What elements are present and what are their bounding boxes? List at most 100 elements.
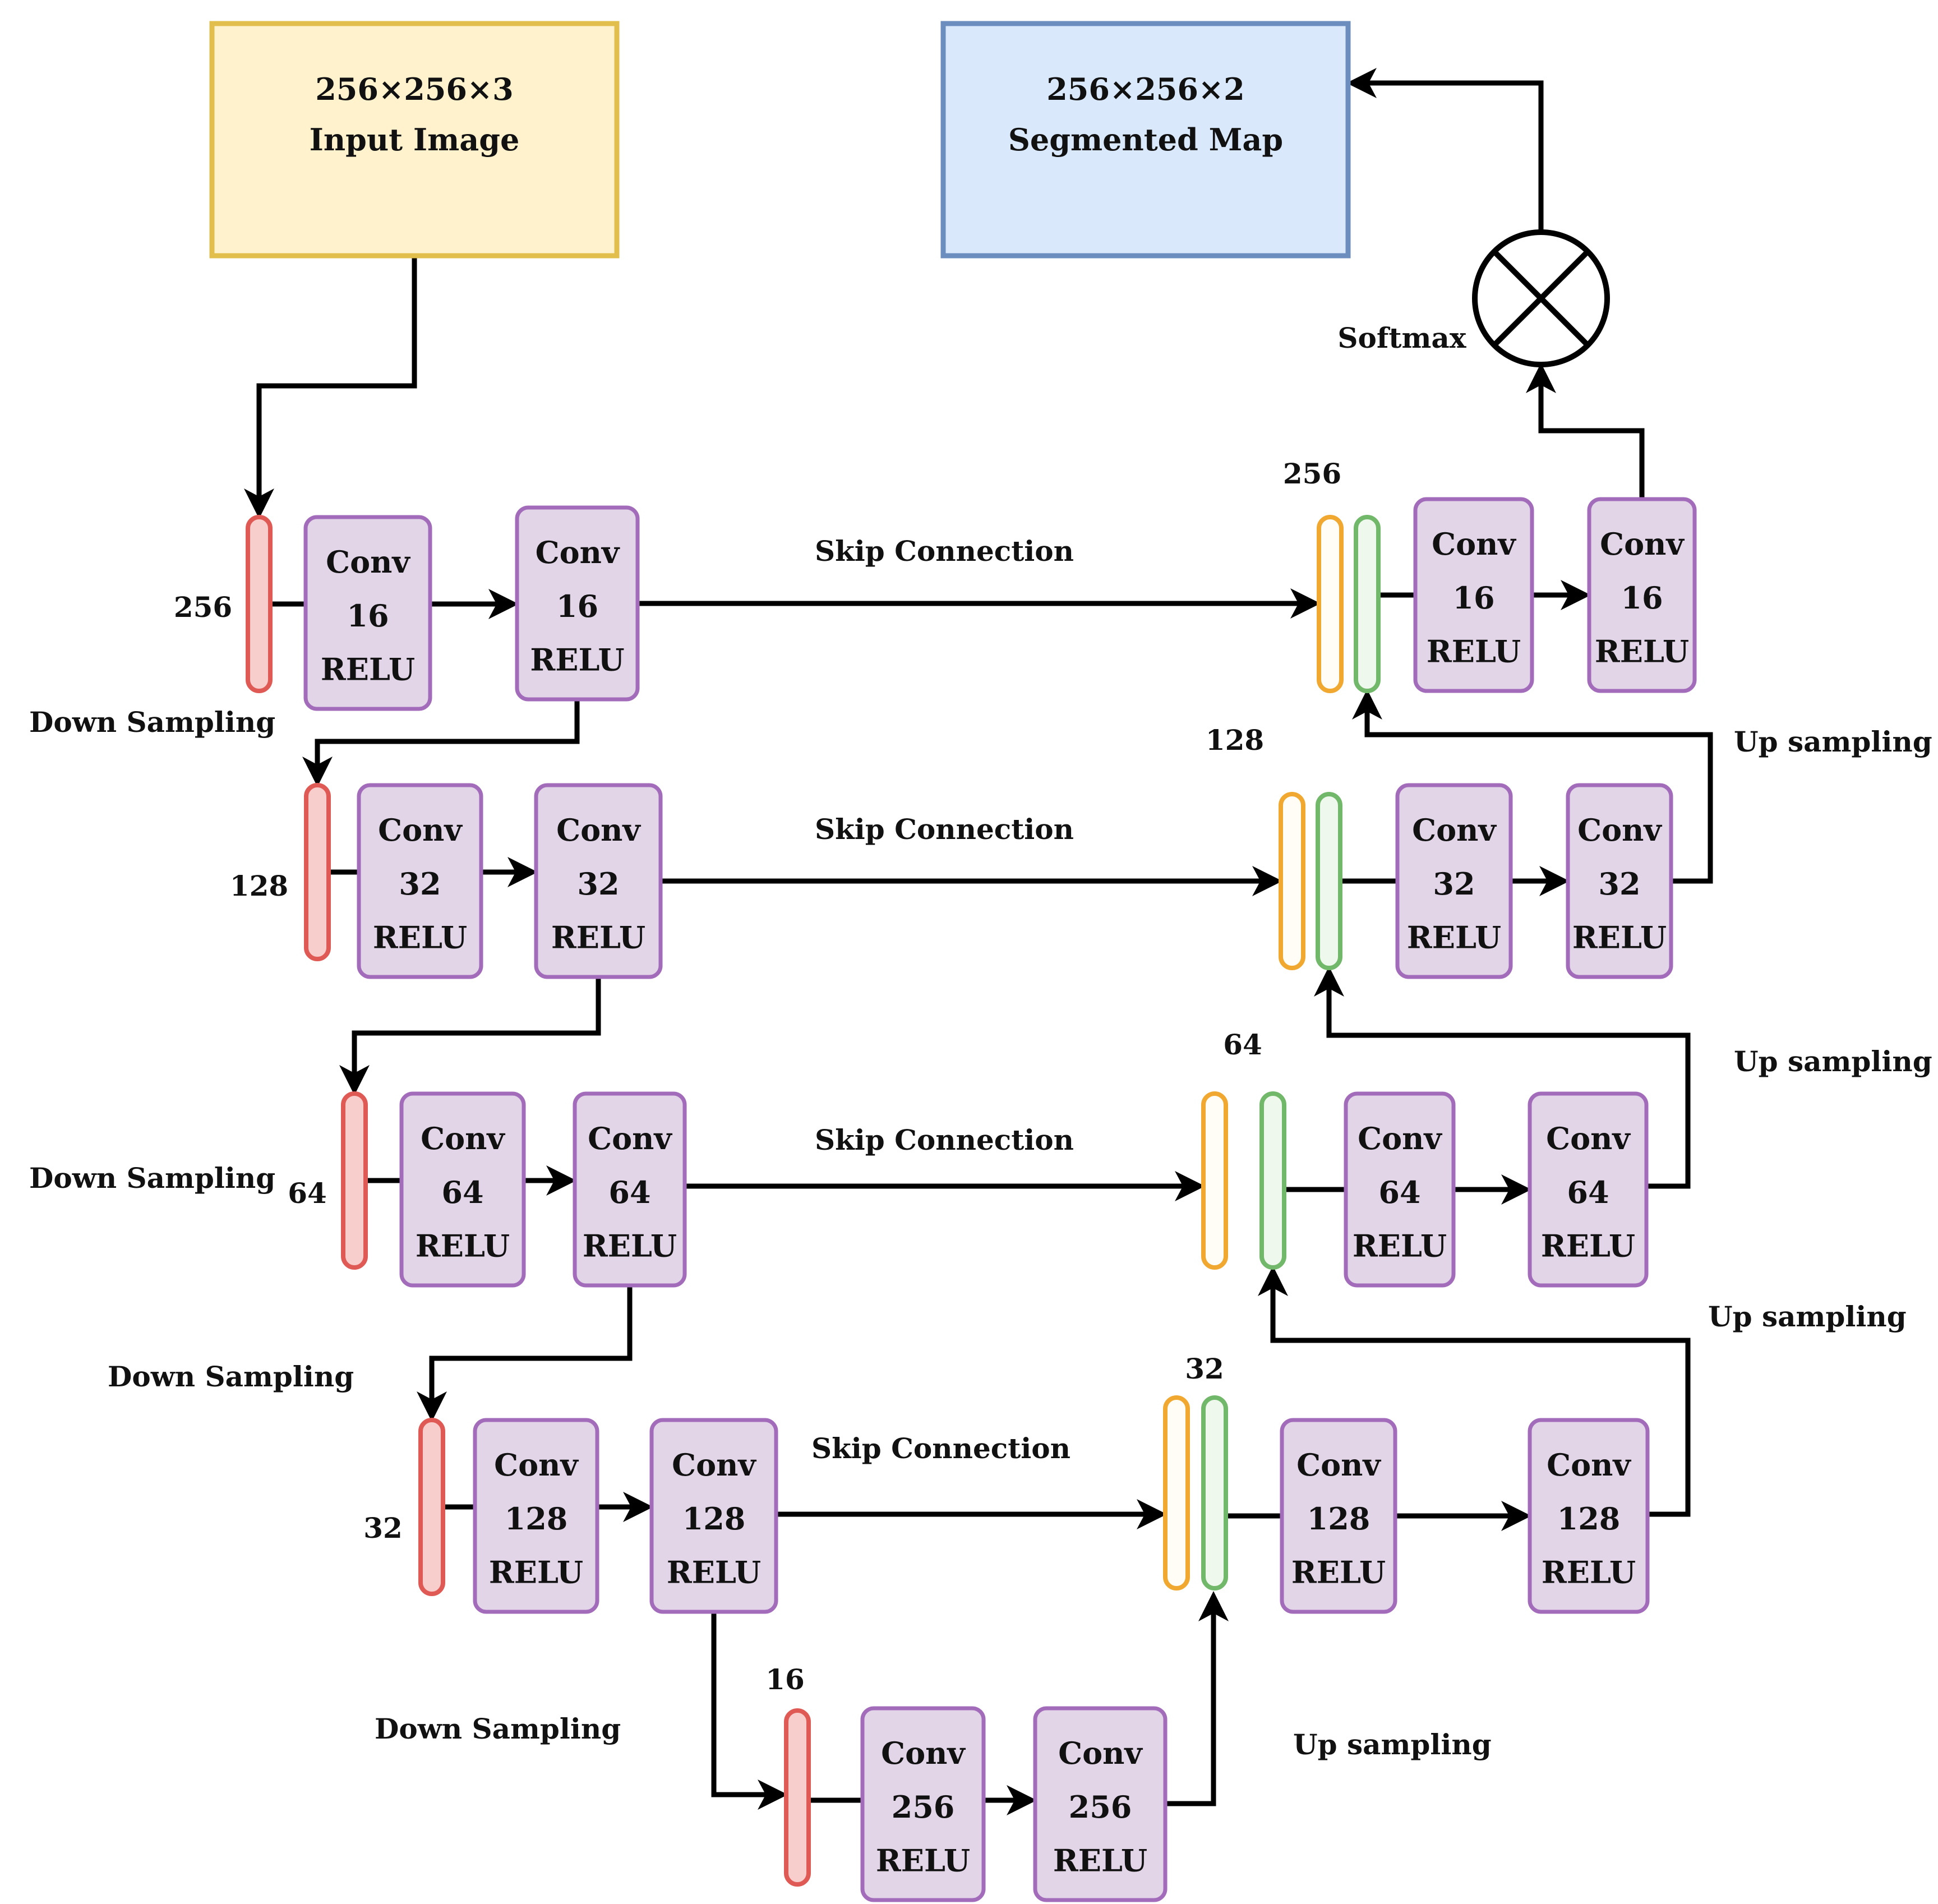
enc1-conv-a-conv-text: Conv <box>326 544 410 580</box>
enc3-conv-a-conv-text: Conv <box>421 1121 505 1156</box>
enc3-conv-a-filters: 64 <box>441 1174 483 1210</box>
up-bottleneck <box>1165 1591 1229 1806</box>
output-title: Segmented Map <box>1008 122 1283 158</box>
dec4-conv-b-conv-text: Conv <box>1547 1447 1631 1483</box>
dec4-size: 32 <box>1185 1352 1224 1385</box>
dec3-concat-green <box>1259 1091 1286 1270</box>
dec3-conv-b-relu-text: RELU <box>1541 1228 1635 1264</box>
enc4-conv-a <box>473 1418 599 1614</box>
enc4-conv-a-filters: 128 <box>505 1501 568 1537</box>
dec1-conv-a-conv-text: Conv <box>1432 526 1516 562</box>
dec4-conv-a <box>1280 1418 1397 1614</box>
dec2-conv-a-filters: 32 <box>1433 866 1475 902</box>
enc1-pool <box>246 515 273 693</box>
enc4-conv-b-box <box>649 1418 778 1614</box>
bottleneck-size: 16 <box>765 1663 805 1696</box>
dec3-conv-b-box <box>1528 1091 1649 1288</box>
enc1-conv-b-relu-text: RELU <box>530 642 624 678</box>
enc3-conv-b-box <box>573 1091 687 1288</box>
enc3-conv-b-conv-text: Conv <box>588 1121 672 1156</box>
bottleneck-pool <box>784 1708 811 1887</box>
enc3-conv-a-box <box>399 1091 526 1288</box>
up-sampling-label-1: Up sampling <box>1734 725 1932 758</box>
dec3-conv-b-filters: 64 <box>1567 1174 1609 1210</box>
enc4-size: 32 <box>363 1511 403 1545</box>
enc1-conv-a-box <box>303 515 432 711</box>
dec2-size: 128 <box>1206 723 1264 757</box>
dec4-conv-b-relu-text: RELU <box>1542 1555 1636 1590</box>
enc1-conv-b <box>515 505 640 702</box>
enc2-conv-b-filters: 32 <box>577 866 619 902</box>
enc3-conv-a <box>399 1091 526 1288</box>
dec2-conv-b-relu-text: RELU <box>1572 920 1667 956</box>
skip-label-3: Skip Connection <box>815 1123 1074 1156</box>
dec4-conv-a-filters: 128 <box>1307 1501 1371 1537</box>
dec4-concat-orange <box>1163 1395 1190 1590</box>
dec1-concat-orange <box>1317 515 1344 693</box>
input-dims: 256×256×3 <box>315 71 514 107</box>
dec4-conv-a-conv-text: Conv <box>1296 1447 1381 1483</box>
dec3-conv-a-box <box>1344 1091 1456 1288</box>
dec2-conv-a-conv-text: Conv <box>1412 812 1497 848</box>
enc2-size: 128 <box>230 869 288 902</box>
input-image-box <box>209 21 620 259</box>
enc1-size: 256 <box>174 591 232 624</box>
enc2-conv-b-conv-text: Conv <box>556 812 641 848</box>
down-sampling-label-3: Down Sampling <box>108 1360 354 1393</box>
skip-label-4: Skip Connection <box>811 1432 1070 1465</box>
enc3-conv-b <box>573 1091 687 1288</box>
to-softmax <box>1526 363 1645 499</box>
dec4-conv-b <box>1528 1418 1650 1614</box>
dec1-conv-b-relu-text: RELU <box>1595 634 1689 670</box>
connections <box>244 68 1713 1815</box>
up-sampling-label-4: Up sampling <box>1293 1728 1492 1761</box>
enc4-conv-a-relu-text: RELU <box>489 1555 583 1590</box>
down-3 <box>417 1285 633 1422</box>
dec2-concat-green <box>1316 792 1342 970</box>
enc2-conv-b-relu-text: RELU <box>551 920 645 956</box>
down-2 <box>339 977 601 1095</box>
dec2-conv-b-conv-text: Conv <box>1577 812 1662 848</box>
down-sampling-label-2: Down Sampling <box>29 1161 275 1195</box>
dec2-conv-b <box>1566 783 1673 979</box>
enc2-conv-b <box>534 783 663 979</box>
down-1 <box>302 699 580 787</box>
enc2-conv-a-box <box>357 783 483 979</box>
dec2-conv-a <box>1395 783 1513 979</box>
softmax-to-output <box>1346 68 1544 232</box>
enc4-conv-b-relu-text: RELU <box>667 1555 761 1590</box>
up-1 <box>1258 1266 1691 1517</box>
dec3-conv-b-conv-text: Conv <box>1546 1121 1631 1156</box>
skip-label-1: Skip Connection <box>815 534 1074 568</box>
dec4-concat-green <box>1201 1395 1228 1590</box>
dec3-conv-a-conv-text: Conv <box>1358 1121 1442 1156</box>
enc2-conv-a <box>357 783 483 979</box>
dec2-conv-b-box <box>1566 783 1673 979</box>
enc3-conv-b-relu-text: RELU <box>583 1228 677 1264</box>
enc4-conv-a-conv-text: Conv <box>494 1447 579 1483</box>
dec2-conv-a-box <box>1395 783 1513 979</box>
down-4 <box>711 1612 788 1810</box>
enc1-conv-b-conv-text: Conv <box>536 534 620 570</box>
enc3-pool <box>341 1091 368 1270</box>
dec1-conv-a <box>1413 497 1534 693</box>
dec1-conv-b-box <box>1587 497 1697 693</box>
dec2-conv-b-filters: 32 <box>1598 866 1640 902</box>
input-title: Input Image <box>310 122 520 158</box>
segmented-map-box <box>940 21 1351 259</box>
up-3 <box>1352 689 1713 884</box>
dec1-conv-a-relu-text: RELU <box>1427 634 1521 670</box>
enc3-conv-a-relu-text: RELU <box>416 1228 510 1264</box>
bottleneck-conv-a-relu-text: RELU <box>876 1843 970 1879</box>
input-to-enc1 <box>244 256 417 519</box>
bottleneck-conv-b-relu-text: RELU <box>1053 1843 1147 1879</box>
softmax-node <box>1472 229 1610 367</box>
bottleneck-conv-b-box <box>1033 1706 1168 1902</box>
enc4-conv-b <box>649 1418 778 1614</box>
dec1-conv-a-box <box>1413 497 1534 693</box>
enc1-conv-b-filters: 16 <box>556 588 598 624</box>
dec1-conv-b-filters: 16 <box>1621 580 1663 616</box>
layers <box>209 21 1697 1902</box>
dec1-conv-b-conv-text: Conv <box>1600 526 1685 562</box>
